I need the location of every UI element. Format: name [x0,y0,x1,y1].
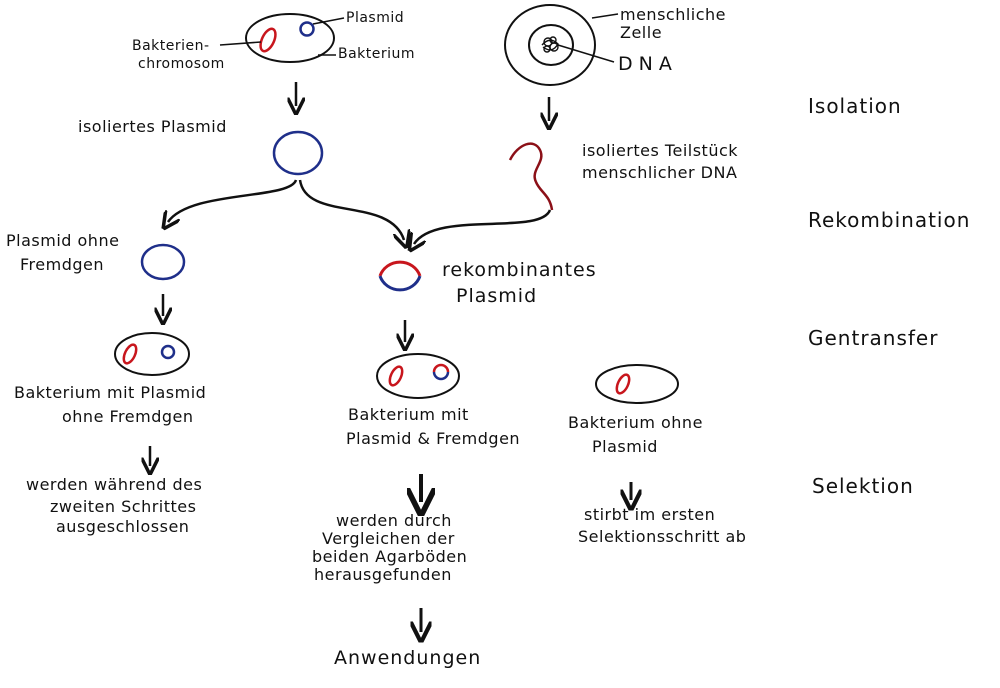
isolated-plasmid-label: isoliertes Plasmid [78,117,227,136]
bacterium-plasmid-gene-label-1: Bakterium mit [348,405,469,424]
recombinant-plasmid-label-2: Plasmid [456,285,538,307]
found-label-1: werden durch [336,511,452,530]
stage-selection: Selektion [812,474,914,498]
isolated-fragment-label-2: menschlicher DNA [582,163,738,182]
dna-tangle [541,36,559,53]
bacterium-without-plasmid [595,364,679,404]
stage-gene-transfer: Gentransfer [808,326,939,350]
human-cell-label-1: menschliche [620,5,727,24]
isolated-plasmid [272,130,324,176]
stage-isolation: Isolation [808,94,902,118]
chromosome-pointer [219,41,262,46]
chromosome-right [615,373,631,395]
chromosome-middle [388,365,404,387]
human-dna-fragment [508,142,554,211]
dies-label-2: Selektionsschritt ab [578,527,747,546]
bacterium-with-plasmid [114,332,190,376]
isolated-fragment-label-1: isoliertes Teilstück [582,141,739,160]
cell-nucleus [528,24,574,66]
dna-pointer [557,44,615,63]
recombinant-plasmid-label-1: rekombinantes [442,259,597,281]
bacterium-with-plasmid-and-gene [376,353,460,399]
bacterium-no-plasmid-label-1: Bakterium ohne [568,413,703,432]
plasmid-label: Plasmid [346,10,405,26]
arrow-to-plasmid-without-gene [168,179,298,222]
human-cell-pointer [591,13,619,19]
found-label-4: herausgefunden [314,565,452,584]
dies-label-1: stirbt im ersten [584,505,716,524]
recombinant-plasmid-dna-arc [378,260,422,277]
plasmid-without-gene-label-2: Fremdgen [20,255,104,274]
applications-label: Anwendungen [334,647,482,669]
bacterium-plasmid-label-2: ohne Fremdgen [62,407,194,426]
arrow-dna-to-recombinant [414,209,552,244]
dna-label: DNA [618,53,678,75]
bacterium-no-plasmid-label-2: Plasmid [592,437,658,456]
bacterium-cell [245,13,335,63]
chromosome-left [122,343,138,365]
found-label-2: Vergleichen der [322,529,455,548]
recombinant-plasmid-small [432,363,450,381]
found-label-3: beiden Agarböden [312,547,468,566]
bacterial-chromosome [259,27,277,53]
excluded-label-1: werden während des [26,475,203,494]
plasmid-without-gene [140,243,186,281]
excluded-label-2: zweiten Schrittes [50,497,197,516]
excluded-label-3: ausgeschlossen [56,517,190,536]
human-cell-label-2: Zelle [620,23,663,42]
bacterium-plasmid [299,21,315,37]
stage-recombination: Rekombination [808,208,971,232]
plasmid-without-gene-label-1: Plasmid ohne [6,231,120,250]
bacterial-chromosome-label-1: Bakterien- [132,38,210,54]
recombinant-plasmid-arc [378,275,422,292]
plasmid-left [160,344,176,360]
bacterium-label: Bakterium [338,46,416,62]
bacterium-plasmid-label-1: Bakterium mit Plasmid [14,383,207,402]
plasmid-pointer [312,17,345,25]
arrow-plasmid-to-recombinant [298,179,404,240]
bacterium-plasmid-gene-label-2: Plasmid & Fremdgen [346,429,521,448]
bacterial-chromosome-label-2: chromosom [138,56,225,72]
human-cell [504,4,596,86]
